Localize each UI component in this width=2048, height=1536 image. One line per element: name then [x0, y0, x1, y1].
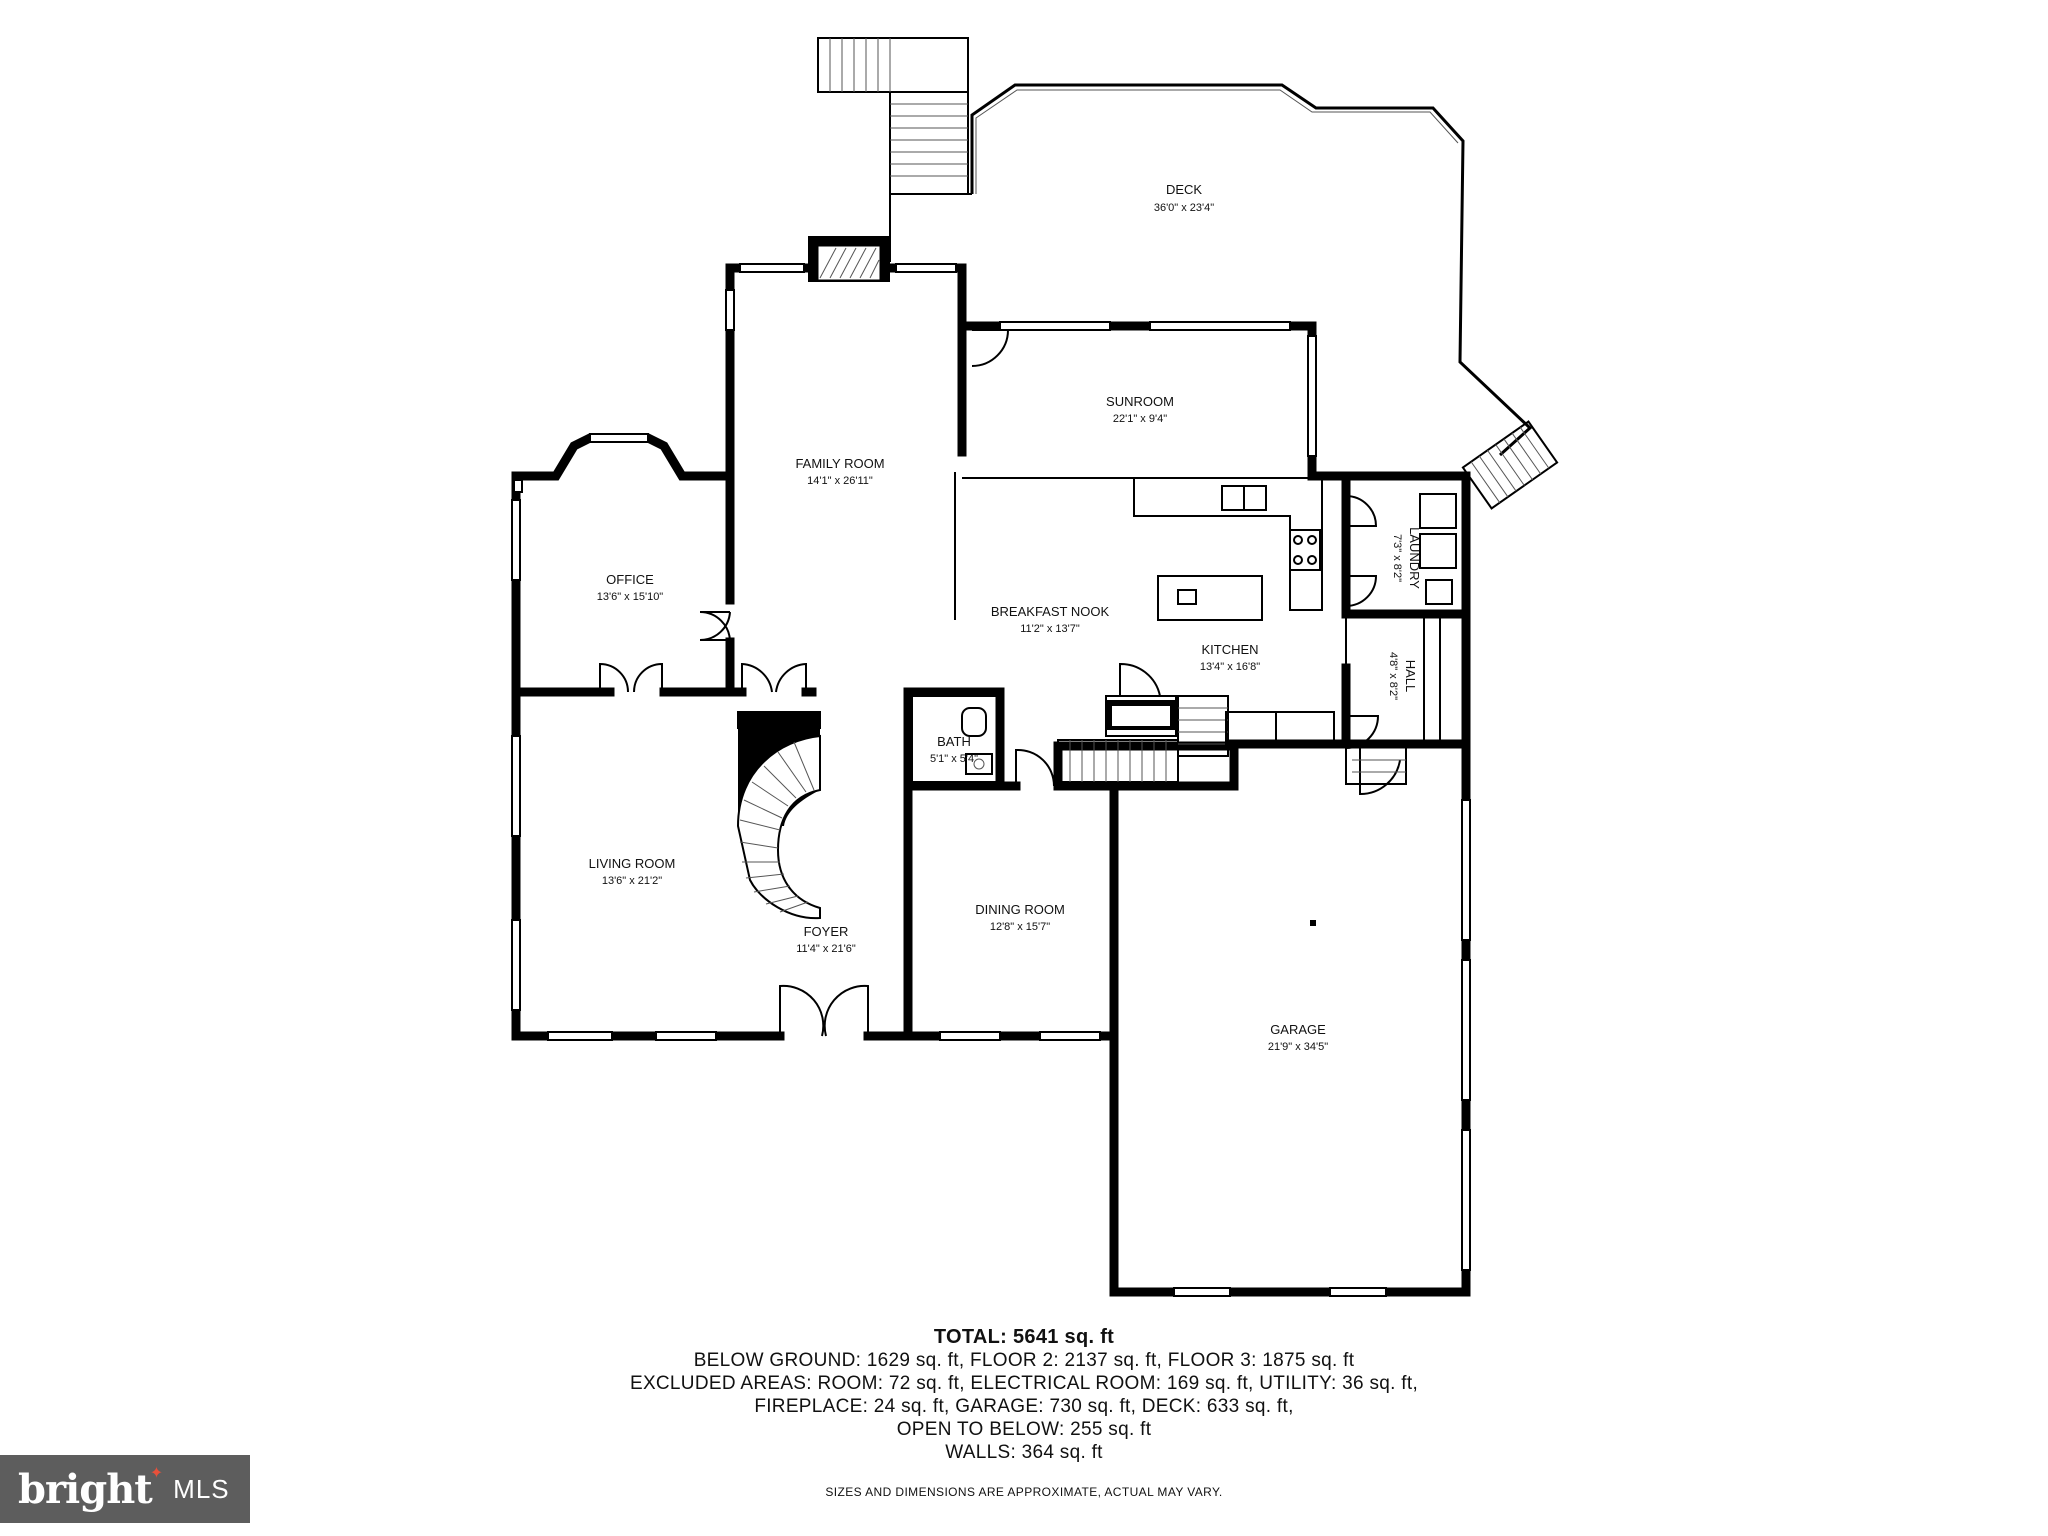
room-dims-hall: 4'8" x 8'2"	[1387, 652, 1399, 700]
interior-walls	[511, 325, 1471, 1041]
curved-staircase	[736, 711, 821, 920]
windows	[511, 263, 1471, 1297]
room-dims-deck: 36'0" x 23'4"	[1154, 202, 1214, 214]
room-name-bath: BATH	[937, 734, 971, 749]
room-dims-sunroom: 22'1" x 9'4"	[1113, 413, 1167, 425]
room-dims-breakfast: 11'2" x 13'7"	[1020, 623, 1080, 635]
room-name-hall: HALL	[1403, 660, 1418, 693]
room-name-dining: DINING ROOM	[975, 902, 1065, 917]
room-name-breakfast: BREAKFAST NOOK	[991, 604, 1110, 619]
kitchen-counters	[1133, 478, 1335, 745]
room-name-foyer: FOYER	[804, 924, 849, 939]
room-dims-laundry: 7'3" x 8'2"	[1391, 534, 1403, 582]
summary-line: BELOW GROUND: 1629 sq. ft, FLOOR 2: 2137…	[693, 1350, 1355, 1371]
room-dims-dining: 12'8" x 15'7"	[990, 921, 1050, 933]
room-dims-foyer: 11'4" x 21'6"	[796, 943, 856, 955]
summary-line: FIREPLACE: 24 sq. ft, GARAGE: 730 sq. ft…	[754, 1396, 1294, 1417]
room-name-family: FAMILY ROOM	[795, 456, 884, 471]
summary-line: OPEN TO BELOW: 255 sq. ft	[896, 1419, 1152, 1440]
room-name-office: OFFICE	[606, 572, 654, 587]
room-dims-bath: 5'1" x 5'4"	[930, 753, 978, 765]
laundry-fixtures	[1345, 493, 1457, 796]
logo-suffix: MLS	[173, 1473, 230, 1504]
room-dims-office: 13'6" x 15'10"	[597, 591, 664, 603]
room-dims-family: 14'1" x 26'11"	[807, 475, 873, 487]
summary-line: WALLS: 364 sq. ft	[945, 1442, 1103, 1463]
front-doors	[779, 984, 869, 1037]
exterior-walls	[511, 263, 1471, 1297]
office-doors	[599, 611, 807, 693]
deck-outline	[890, 83, 1533, 457]
deck-stairs-top	[817, 37, 969, 195]
room-name-garage: GARAGE	[1270, 1022, 1326, 1037]
room-name-sunroom: SUNROOM	[1106, 394, 1174, 409]
logo-accent-icon: ✦	[149, 1465, 164, 1482]
room-dims-kitchen: 13'4" x 16'8"	[1200, 661, 1260, 673]
deck-stairs-side	[1461, 420, 1559, 510]
disclaimer: SIZES AND DIMENSIONS ARE APPROXIMATE, AC…	[825, 1485, 1223, 1499]
room-labels: DECK 36'0" x 23'4" SUNROOM 22'1" x 9'4" …	[589, 182, 1422, 1053]
room-name-laundry: LAUNDRY	[1407, 527, 1422, 589]
summary-line: EXCLUDED AREAS: ROOM: 72 sq. ft, ELECTRI…	[629, 1373, 1419, 1394]
bath-fixtures	[911, 695, 999, 783]
area-summary: TOTAL: 5641 sq. ft BELOW GROUND: 1629 sq…	[0, 1326, 2048, 1464]
fireplace	[808, 236, 890, 282]
room-name-deck: DECK	[1166, 182, 1202, 197]
back-stairs	[1057, 662, 1229, 783]
total-area: TOTAL: 5641 sq. ft	[933, 1326, 1115, 1348]
room-dims-living: 13'6" x 21'2"	[602, 875, 662, 887]
room-dims-garage: 21'9" x 34'5"	[1268, 1041, 1328, 1053]
room-name-living: LIVING ROOM	[589, 856, 676, 871]
room-name-kitchen: KITCHEN	[1201, 642, 1258, 657]
bright-mls-logo: bright ✦ MLS	[0, 1455, 250, 1523]
logo-brand: bright	[18, 1465, 153, 1513]
